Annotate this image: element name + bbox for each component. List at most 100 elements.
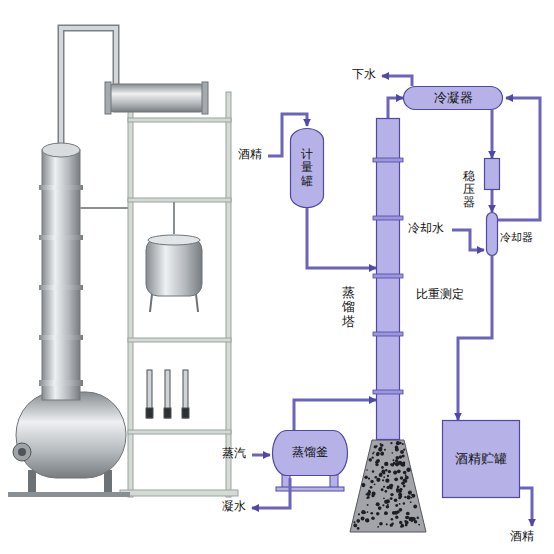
- packing-speck: [406, 468, 410, 472]
- packing-speck: [357, 527, 360, 530]
- illustration-part: [128, 198, 231, 202]
- pipe-connector: [492, 110, 493, 158]
- packing-speck: [390, 493, 393, 496]
- illustration-part: [16, 392, 126, 478]
- flow-label: 冷却水: [408, 222, 444, 236]
- packing-speck: [407, 516, 409, 518]
- cooling-water-pipe: [452, 230, 484, 250]
- packing-speck: [394, 498, 398, 502]
- packing-speck: [394, 511, 398, 515]
- tower-flange: [373, 216, 403, 220]
- pipe-line: [491, 110, 494, 158]
- packing-speck: [376, 459, 380, 463]
- flow-label: 蒸汽: [222, 447, 246, 461]
- packing-speck: [380, 472, 382, 474]
- tower-flange: [373, 332, 403, 336]
- packing-speck: [379, 522, 383, 526]
- packing-speck: [376, 502, 380, 506]
- illustration-part: [291, 129, 324, 208]
- packing-speck: [370, 486, 373, 489]
- packing-speck: [387, 475, 389, 477]
- packing-speck: [401, 524, 404, 527]
- packing-speck: [395, 504, 398, 507]
- illustration-part: [173, 202, 175, 234]
- illustration-part: [128, 118, 231, 122]
- illustration-part: [404, 87, 503, 110]
- packing-speck: [395, 516, 398, 519]
- packing-speck: [403, 471, 407, 475]
- packing-speck: [353, 524, 357, 528]
- packing-speck: [405, 516, 409, 520]
- packing-speck: [413, 505, 417, 509]
- packing-speck: [367, 511, 369, 513]
- illustration-part: [61, 28, 116, 146]
- packing-speck: [392, 452, 394, 454]
- packing-speck: [401, 481, 405, 485]
- packing-speck: [372, 453, 374, 455]
- pipe-line: [307, 208, 376, 268]
- packing-speck: [411, 497, 413, 499]
- illustration-part: [128, 338, 231, 342]
- node-label: 计量罐: [301, 148, 313, 188]
- illustration-part: [105, 82, 111, 114]
- packing-speck: [371, 494, 374, 497]
- packing-speck: [390, 484, 394, 488]
- packing-speck: [372, 470, 374, 472]
- packing-speck: [353, 521, 355, 523]
- packing-speck: [400, 476, 403, 479]
- pipe-connector: [388, 98, 403, 118]
- packing-speck: [417, 517, 419, 519]
- packing-speck: [368, 477, 370, 479]
- packing-speck: [399, 488, 402, 491]
- packing-speck: [376, 452, 379, 455]
- packing-speck: [394, 477, 398, 481]
- packing-speck: [376, 453, 379, 456]
- packing-speck: [402, 443, 404, 445]
- tower-flange: [373, 274, 403, 278]
- vessel-outline: [486, 212, 498, 256]
- packing-speck: [395, 460, 398, 463]
- illustration-part: [226, 92, 231, 497]
- packing-speck: [403, 502, 405, 504]
- flow-label: 下水: [352, 68, 376, 82]
- illustration-part: [39, 235, 83, 240]
- pipe-connector: [294, 400, 376, 430]
- metering-tank: 计量罐: [290, 128, 324, 208]
- illustration-part: [350, 440, 426, 532]
- node-label: 蒸馏釜: [292, 446, 328, 460]
- pipe-line: [458, 256, 492, 420]
- packing-speck: [399, 455, 402, 458]
- packing-speck: [371, 516, 375, 520]
- packing-speck: [380, 452, 384, 456]
- packing-speck: [366, 494, 368, 496]
- packing-speck: [385, 469, 387, 471]
- packing-speck: [388, 470, 391, 473]
- packing-speck: [366, 497, 368, 499]
- packing-speck: [411, 520, 413, 522]
- illustration-part: [164, 408, 171, 418]
- node-label: 稳压器: [463, 170, 475, 210]
- illustration-part: [443, 421, 520, 498]
- packing-speck: [374, 476, 377, 479]
- pipe-line: [491, 190, 494, 212]
- illustration-part: [202, 82, 208, 114]
- packing-speck: [384, 462, 388, 466]
- packing-speck: [392, 459, 394, 461]
- illustration-part: [147, 370, 152, 418]
- tower-flange: [373, 158, 403, 162]
- cooler-vessel: 冷却器: [486, 212, 498, 256]
- illustration-part: [485, 159, 500, 190]
- packing-speck: [412, 494, 416, 498]
- packing-speck: [379, 473, 383, 477]
- illustration-part: [273, 431, 348, 476]
- packing-speck: [361, 510, 365, 514]
- packing-speck: [383, 476, 385, 478]
- illustration-part: [148, 235, 200, 245]
- illustration-part: [276, 487, 344, 491]
- packing-speck: [369, 491, 371, 493]
- illustration-part: [196, 294, 198, 312]
- packing-speck: [385, 490, 388, 493]
- packing-speck: [380, 444, 383, 447]
- gauge-photo: [146, 370, 189, 418]
- drain-pipe: [382, 76, 412, 86]
